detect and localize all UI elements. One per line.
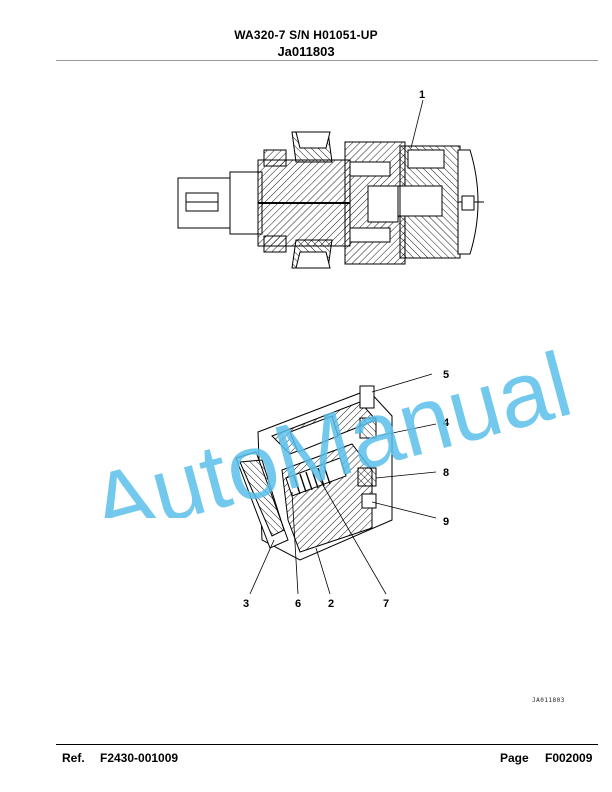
bottom-assembly-cutaway [235,373,437,595]
callout-1: 1 [419,89,425,101]
callout-7: 7 [383,598,389,610]
ref-label: Ref. [62,751,85,765]
callout-4: 4 [443,417,450,429]
callout-2: 2 [328,598,334,610]
page-label: Page [500,751,529,765]
page-title: WA320-7 S/N H01051-UP [234,28,378,42]
callout-6: 6 [295,598,301,610]
footer-divider [56,744,598,745]
diagram-id: Ja011803 [277,44,335,59]
image-code: JA011803 [532,697,565,704]
ref-value: F2430-001009 [100,751,179,765]
callout-8: 8 [443,467,449,479]
callout-3: 3 [243,598,249,610]
top-assembly-section [177,99,484,269]
callout-9: 9 [443,516,449,528]
page-value: F002009 [545,751,593,765]
callout-5: 5 [443,369,449,381]
header-divider [56,60,598,61]
